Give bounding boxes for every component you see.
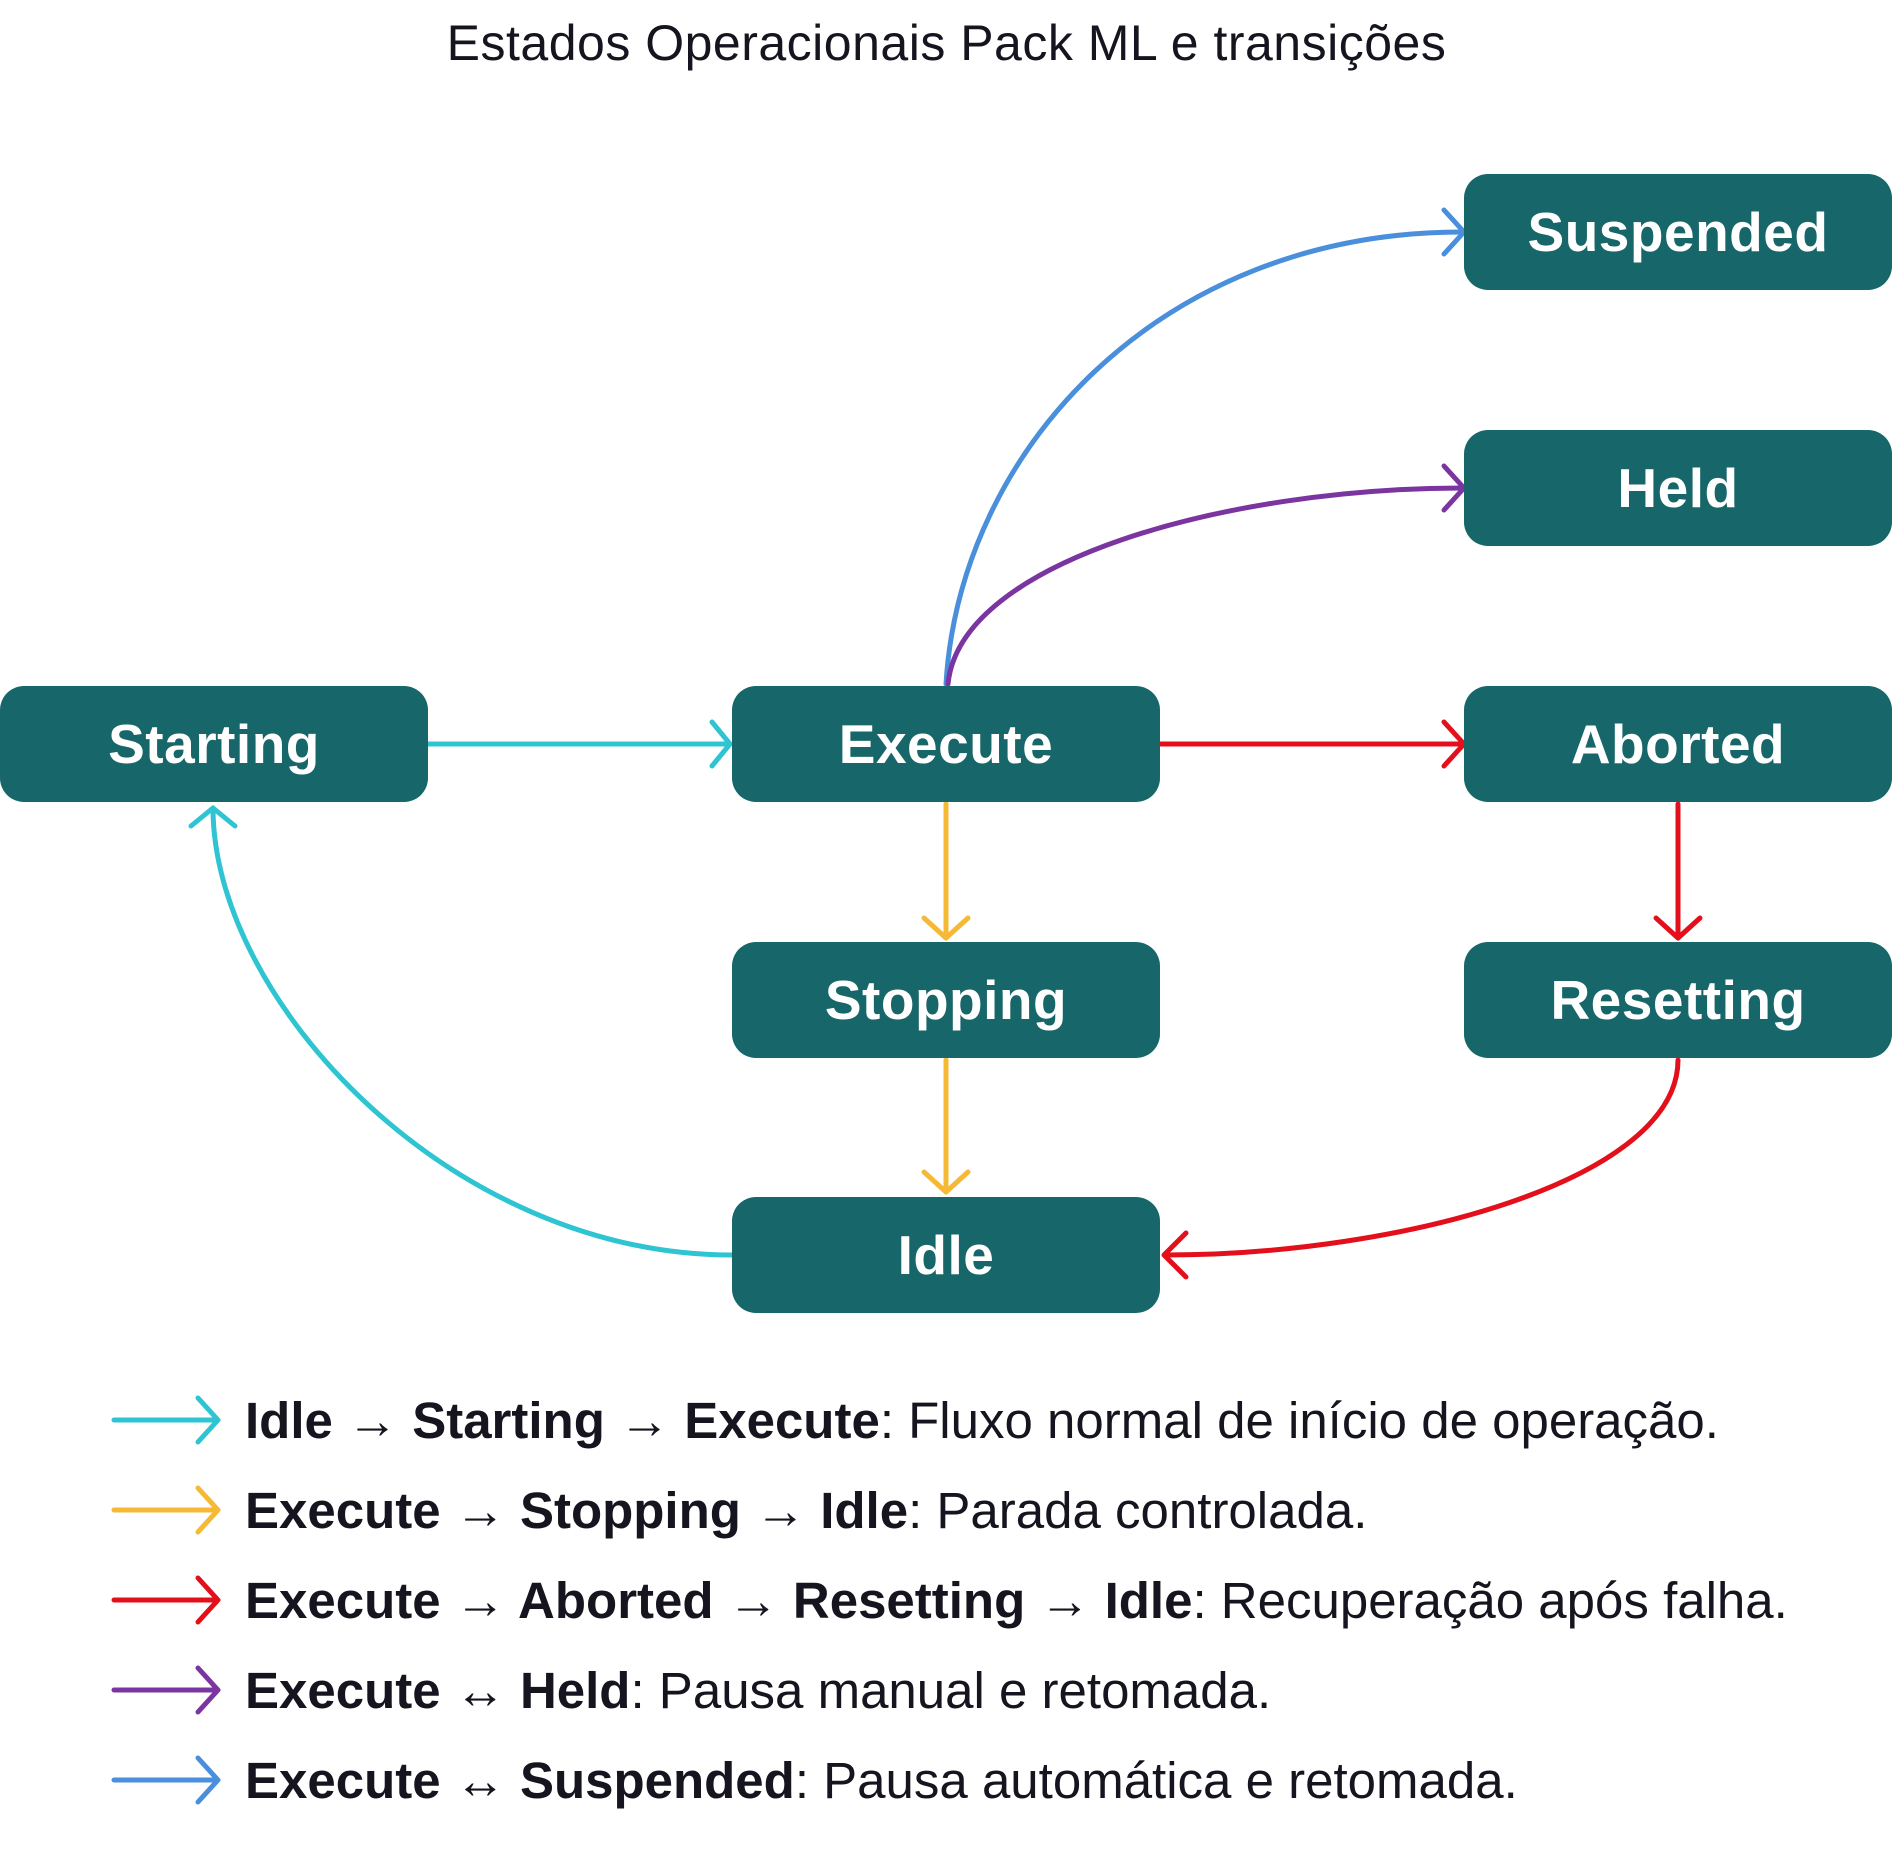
- arrowhead-stopping: [921, 915, 971, 941]
- state-held: Held: [1464, 430, 1892, 546]
- legend-item-controlled-stop: Execute → Stopping → Idle: Parada contro…: [110, 1465, 1367, 1555]
- legend-path: Idle → Starting → Execute: [245, 1391, 880, 1449]
- arrowhead-resetting: [1653, 915, 1703, 941]
- cyan-arrow-icon: [111, 1395, 221, 1445]
- state-starting: Starting: [0, 686, 428, 802]
- legend-description: : Parada controlada.: [908, 1481, 1368, 1539]
- diagram-title: Estados Operacionais Pack ML e transiçõe…: [446, 15, 1447, 71]
- legend-path: Execute ↔ Suspended: [245, 1751, 795, 1809]
- state-execute: Execute: [732, 686, 1160, 802]
- legend-path: Execute ↔ Held: [245, 1661, 631, 1719]
- legend-path: Execute → Aborted → Resetting → Idle: [245, 1571, 1193, 1629]
- legend-description: : Recuperação após falha.: [1192, 1571, 1788, 1629]
- legend-description: : Pausa automática e retomada.: [794, 1751, 1518, 1809]
- legend-path: Execute → Stopping → Idle: [245, 1481, 909, 1539]
- arrowhead-execute: [709, 719, 733, 769]
- legend-description: : Pausa manual e retomada.: [630, 1661, 1272, 1719]
- state-resetting: Resetting: [1464, 942, 1892, 1058]
- state-aborted: Aborted: [1464, 686, 1892, 802]
- red-arrow-icon: [111, 1575, 221, 1625]
- arrow-execute-to-suspended: [943, 229, 1465, 687]
- purple-arrow-icon: [111, 1665, 221, 1715]
- state-stopping: Stopping: [732, 942, 1160, 1058]
- arrow-execute-to-held: [945, 485, 1465, 687]
- arrow-resetting-to-idle: [1163, 1057, 1681, 1258]
- arrowhead-idle-yellow: [921, 1169, 971, 1195]
- state-idle: Idle: [732, 1197, 1160, 1313]
- blue-arrow-icon: [111, 1755, 221, 1805]
- legend-item-automatic-pause: Execute ↔ Suspended: Pausa automática e …: [110, 1735, 1518, 1825]
- yellow-arrow-icon: [111, 1485, 221, 1535]
- legend-item-manual-pause: Execute ↔ Held: Pausa manual e retomada.: [110, 1645, 1271, 1735]
- arrowhead-starting: [188, 805, 238, 829]
- legend-item-normal-flow: Idle → Starting → Execute: Fluxo normal …: [110, 1375, 1719, 1465]
- state-suspended: Suspended: [1464, 174, 1892, 290]
- arrowhead-idle-red: [1161, 1230, 1189, 1280]
- arrow-idle-to-starting: [210, 805, 735, 1258]
- legend-item-failure-recovery: Execute → Aborted → Resetting → Idle: Re…: [110, 1555, 1788, 1645]
- legend-description: : Fluxo normal de início de operação.: [879, 1391, 1719, 1449]
